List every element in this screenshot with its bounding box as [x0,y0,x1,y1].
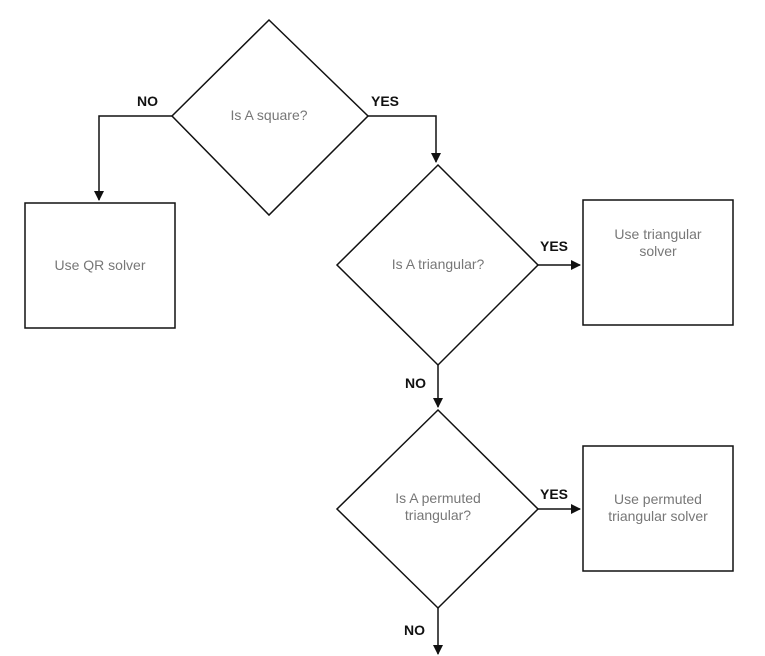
connector-square-yes [368,115,441,163]
label-square-no: NO [137,93,158,109]
decision-square-shape [170,18,370,217]
permuted-solver-text: Use permuted triangular solver [608,490,708,525]
label-permuted-yes: YES [540,486,569,502]
decision-triangular-text: Is A triangular? [391,256,485,273]
label-triangular-no: NO [405,375,426,391]
label-square-yes: YES [371,93,400,109]
triangular-solver-text: Use triangular solver [614,225,702,260]
permuted-solver-box-shape [582,445,734,572]
label-permuted-no: NO [404,622,425,638]
triangular-solver-box-shape [582,199,734,326]
qr-solver-text: Use QR solver [54,256,146,273]
decision-permuted-text: Is A permuted triangular? [395,489,481,524]
qr-solver-box-shape [24,202,176,329]
connector-square-no [94,115,172,201]
label-triangular-yes: YES [540,238,569,254]
decision-square-text: Is A square? [230,107,308,124]
